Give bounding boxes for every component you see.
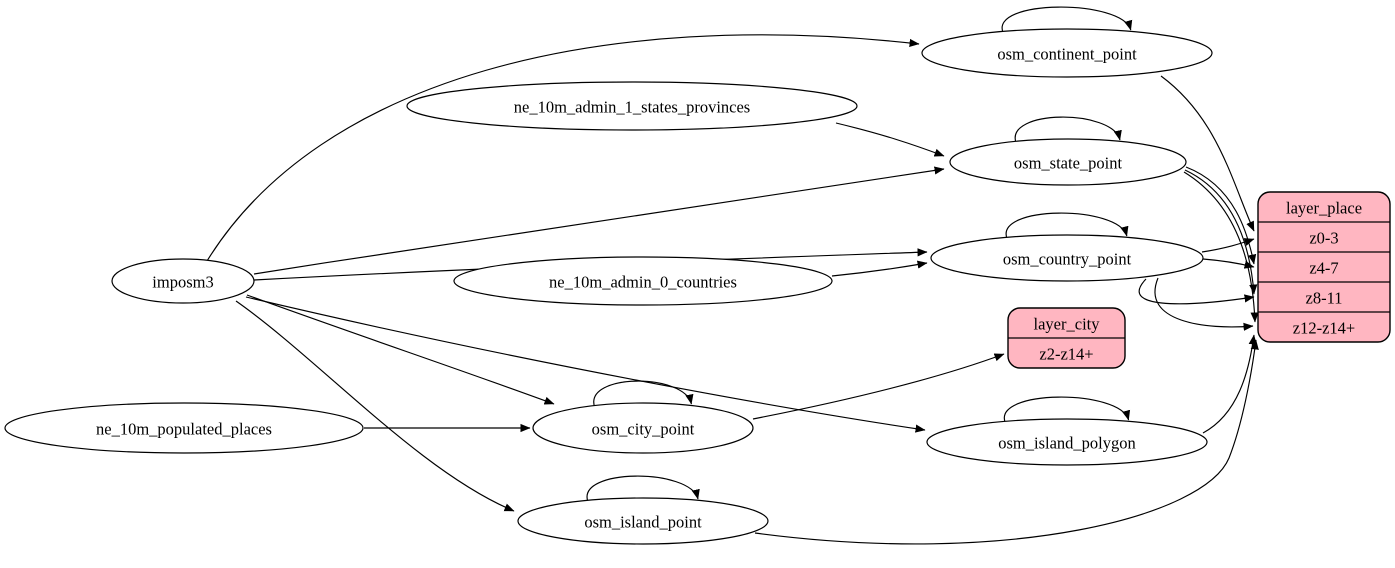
ellipse-osm_island_polygon [926,418,1208,466]
node-osm_city_point: osm_city_point [532,380,754,454]
ellipse-osm_continent_point [921,28,1213,78]
ellipse-osm_country_point [930,234,1204,282]
node-layer_city: layer_city z2-z14+ [1007,307,1126,369]
node-osm_country_point: osm_country_point [930,212,1204,282]
node-label-osm_island_polygon: osm_island_polygon [998,434,1136,453]
record-row-layer_place-z0-3: z0-3 [1309,229,1338,248]
self-loop-osm_island_point [586,475,700,503]
record-row-layer_place-z4-7: z4-7 [1309,259,1338,278]
edge-osm_state_point-to-layer_place:z12-z14+ [1183,171,1259,323]
node-ne_10m_admin_0_countries: ne_10m_admin_0_countries [453,256,833,306]
ellipse-ne_10m_admin_1_states_provinces [406,81,858,131]
edge-osm_continent_point-to-layer_place:z0-3 [1160,75,1255,232]
ellipse-ne_10m_admin_0_countries [453,256,833,306]
node-label-osm_continent_point: osm_continent_point [997,45,1137,64]
edge-osm_country_point-to-layer_place:z8-11 [1138,278,1255,305]
node-ne_10m_admin_1_states_provinces: ne_10m_admin_1_states_provinces [406,81,858,131]
node-layer_place: layer_place z0-3 z4-7 z8-11 z12-z14+ [1257,191,1391,343]
edge-osm_city_point-to-layer_city:z2-z14+ [752,353,1005,420]
ellipse-imposm3 [111,258,255,304]
edge-osm_country_point-to-layer_place:z0-3 [1201,238,1255,253]
node-label-osm_city_point: osm_city_point [592,420,695,439]
node-osm_continent_point: osm_continent_point [921,6,1213,78]
edge-imposm3-to-osm_city_point [246,294,555,405]
self-loop-osm_state_point [1014,116,1122,144]
edge-osm_island_polygon-to-layer_place:z12-z14+ [1202,334,1257,434]
node-osm_state_point: osm_state_point [949,116,1187,186]
edge-imposm3-to-osm_island_polygon [245,296,926,433]
edge-osm_island_point-to-layer_place:z12-z14+ [754,339,1259,545]
node-ne_10m_populated_places: ne_10m_populated_places [4,402,364,454]
edge-osm_state_point-to-layer_place:z4-7 [1185,166,1257,265]
ellipse-osm_city_point [532,402,754,454]
node-osm_island_polygon: osm_island_polygon [926,396,1208,466]
nodes-layer: imposm3 ne_10m_admin_1_states_provincesne… [4,6,1391,545]
edge-ne_10m_admin_1_states_provinces-to-osm_state_point [835,122,945,157]
self-loop-osm_island_polygon [1003,396,1131,424]
record-row-layer_city-layer_city: layer_city [1034,315,1101,334]
record-row-layer_place-z12-z14+: z12-z14+ [1293,319,1355,338]
record-row-layer_place-z8-11: z8-11 [1306,289,1343,308]
node-label-imposm3: imposm3 [152,273,213,292]
record-row-layer_place-layer_place: layer_place [1286,199,1362,218]
record-layer_place [1257,191,1391,343]
node-label-osm_state_point: osm_state_point [1014,154,1123,173]
node-label-ne_10m_populated_places: ne_10m_populated_places [96,420,272,439]
edge-imposm3-to-osm_continent_point [206,34,920,262]
self-loop-osm_city_point [593,380,694,408]
edge-ne_10m_admin_0_countries-to-osm_country_point [831,260,928,277]
edge-osm_country_point-to-layer_place:z4-7 [1202,258,1255,269]
ellipse-ne_10m_populated_places [4,402,364,454]
edge-osm_state_point-to-layer_place:z8-11 [1184,169,1258,295]
record-row-layer_city-z2-z14+: z2-z14+ [1039,345,1093,364]
edge-imposm3-to-osm_state_point [253,166,945,275]
edges-layer [206,34,1259,545]
node-label-ne_10m_admin_0_countries: ne_10m_admin_0_countries [549,273,737,292]
edge-osm_country_point-to-layer_place:z12-z14+ [1154,277,1254,331]
node-osm_island_point: osm_island_point [517,475,769,545]
node-label-ne_10m_admin_1_states_provinces: ne_10m_admin_1_states_provinces [514,98,750,117]
ellipse-osm_state_point [949,138,1187,186]
edge-imposm3-to-osm_island_point [235,300,515,512]
node-imposm3: imposm3 [111,258,255,304]
self-loop-osm_continent_point [1001,6,1133,34]
node-label-osm_island_point: osm_island_point [584,513,702,532]
self-loop-osm_country_point [1005,212,1129,240]
ellipse-osm_island_point [517,497,769,545]
node-label-osm_country_point: osm_country_point [1003,250,1132,269]
